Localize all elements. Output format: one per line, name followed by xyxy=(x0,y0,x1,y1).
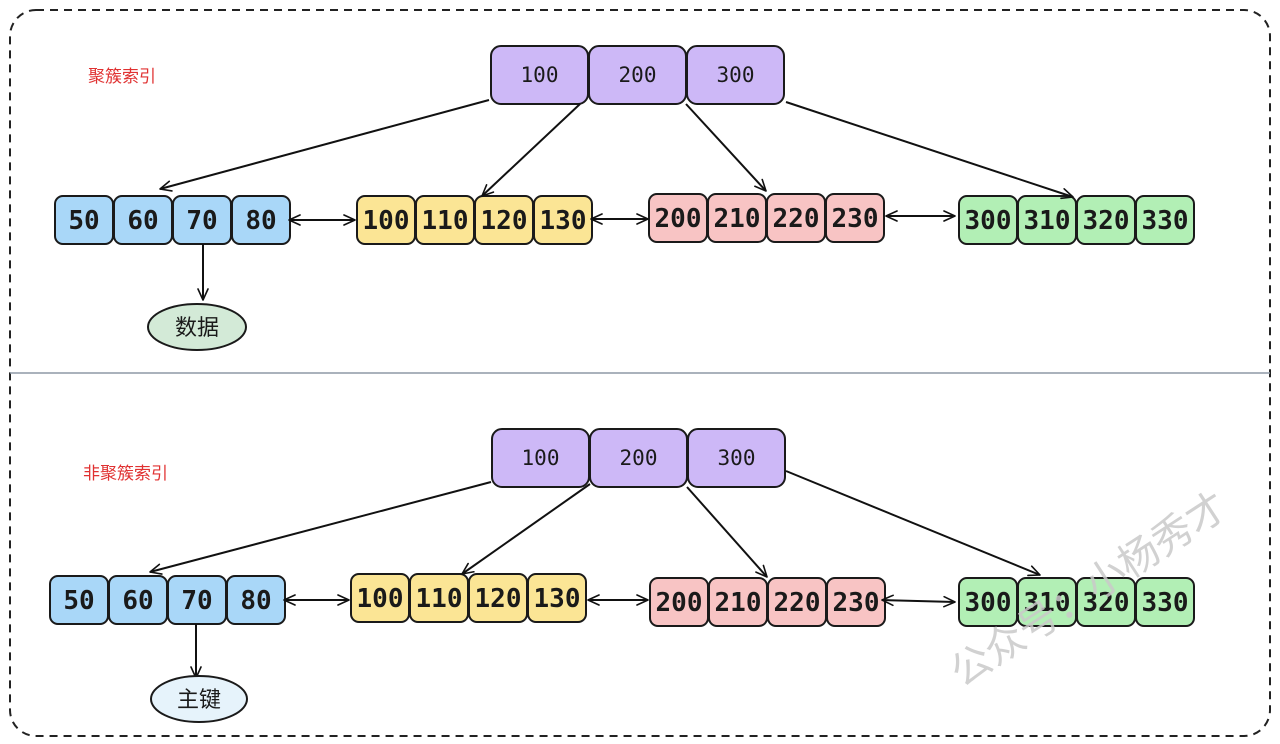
leaf-key-label: 200 xyxy=(656,588,703,618)
root-key-label: 300 xyxy=(718,446,756,470)
root-key-label: 200 xyxy=(620,446,658,470)
leaf-key-label: 70 xyxy=(186,206,217,236)
pointer-target-label: 主键 xyxy=(177,688,221,713)
arrow-icon xyxy=(685,103,767,192)
leaf-key-label: 100 xyxy=(357,584,404,614)
leaf-key-cell xyxy=(1135,195,1195,245)
leaf-key-label: 50 xyxy=(68,206,99,236)
leaf-key-label: 80 xyxy=(240,586,271,616)
leaf-key-label: 320 xyxy=(1083,588,1130,618)
leaf-key-label: 210 xyxy=(715,588,762,618)
arrow-icon xyxy=(149,481,492,575)
root-key-label: 100 xyxy=(521,63,559,87)
leaf-key-label: 210 xyxy=(714,204,761,234)
arrow-icon xyxy=(785,101,1074,200)
pointer-target-node xyxy=(150,675,248,723)
arrow-icon xyxy=(686,486,768,578)
leaf-key-label: 310 xyxy=(1024,588,1071,618)
arrow-icon xyxy=(159,99,490,192)
leaf-key-label: 120 xyxy=(481,206,528,236)
leaf-key-label: 120 xyxy=(475,584,522,614)
pointer-target-node xyxy=(147,303,247,351)
leaf-key-label: 70 xyxy=(181,586,212,616)
leaf-key-label: 50 xyxy=(63,586,94,616)
clustered-label: 聚簇索引 xyxy=(88,67,156,87)
leaf-key-label: 330 xyxy=(1142,206,1189,236)
leaf-key-label: 130 xyxy=(534,584,581,614)
leaf-key-label: 220 xyxy=(773,204,820,234)
leaf-key-cell xyxy=(1135,577,1195,627)
leaf-key-label: 300 xyxy=(965,206,1012,236)
leaf-key-label: 100 xyxy=(363,206,410,236)
root-key-cell xyxy=(687,428,786,488)
leaf-key-label: 220 xyxy=(774,588,821,618)
arrow-icon xyxy=(785,470,1041,577)
arrow-icon xyxy=(461,483,591,575)
leaf-key-label: 110 xyxy=(416,584,463,614)
nonclustered-index-tree: 100 200 300 50 60 70 80 100 110 120 130 200 210 220 23… xyxy=(49,428,1195,723)
leaf-key-cell xyxy=(825,193,885,243)
leaf-key-label: 200 xyxy=(655,204,702,234)
root-key-label: 100 xyxy=(522,446,560,470)
double-arrow-icon xyxy=(881,594,956,608)
leaf-key-label: 300 xyxy=(965,588,1012,618)
pointer-target-label: 数据 xyxy=(175,316,219,341)
leaf-key-label: 60 xyxy=(127,206,158,236)
leaf-key-label: 230 xyxy=(833,588,880,618)
root-key-label: 200 xyxy=(619,63,657,87)
leaf-key-label: 110 xyxy=(422,206,469,236)
leaf-key-label: 80 xyxy=(245,206,276,236)
leaf-key-label: 310 xyxy=(1024,206,1071,236)
leaf-key-label: 320 xyxy=(1083,206,1130,236)
arrow-icon xyxy=(481,103,581,197)
leaf-key-label: 230 xyxy=(832,204,879,234)
leaf-key-label: 60 xyxy=(122,586,153,616)
leaf-key-label: 130 xyxy=(540,206,587,236)
root-key-cell xyxy=(686,45,785,105)
leaf-key-cell xyxy=(527,573,587,623)
clustered-index-tree: 100 200 300 50 60 70 80 100 110 120 130 200 210 220 23… xyxy=(54,45,1195,351)
nonclustered-label: 非聚簇索引 xyxy=(83,464,168,484)
leaf-key-label: 330 xyxy=(1142,588,1189,618)
root-key-label: 300 xyxy=(717,63,755,87)
